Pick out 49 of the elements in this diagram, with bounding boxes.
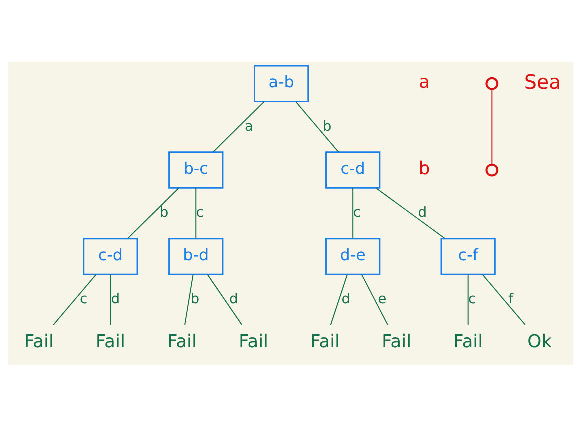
edge-label: c <box>196 204 204 221</box>
edge-label: a <box>245 118 254 134</box>
connector <box>376 187 446 239</box>
node-box: c-d <box>83 238 138 275</box>
connector <box>184 274 194 326</box>
connector <box>110 274 112 326</box>
connector <box>196 187 197 239</box>
edge-label: b <box>190 291 200 308</box>
connector <box>482 274 526 326</box>
label: Sea <box>524 70 562 94</box>
node-label: b <box>418 158 430 180</box>
edge-label: c <box>80 291 88 308</box>
node-box: b-d <box>168 238 224 275</box>
connector <box>330 274 348 326</box>
connector <box>212 100 265 152</box>
node-box: d-e <box>326 238 381 275</box>
node-text: Fail <box>454 331 484 352</box>
node-box: a-b <box>254 64 310 102</box>
node-label: a <box>419 72 430 93</box>
node-circle <box>486 163 499 176</box>
edge-label: d <box>342 291 351 308</box>
connector <box>468 274 469 326</box>
connector <box>361 274 388 326</box>
connector <box>127 187 180 239</box>
node-text: Fail <box>167 331 197 352</box>
node-text: Fail <box>238 331 269 352</box>
node-circle <box>486 76 499 90</box>
edge-label: b <box>160 204 169 221</box>
edge-label: b <box>322 118 332 134</box>
node-text: Fail <box>382 331 412 352</box>
edge-label: d <box>418 204 428 221</box>
node-text: Fail <box>24 331 54 352</box>
node-box: b-c <box>168 151 224 188</box>
node-box: c-d <box>326 151 381 188</box>
node-box: c-f <box>440 238 496 275</box>
connector <box>352 187 354 239</box>
edge-label: c <box>353 204 361 221</box>
edge-label: d <box>229 291 238 308</box>
node-text: Fail <box>310 331 340 352</box>
connector <box>492 88 493 165</box>
edge-label: e <box>378 291 387 308</box>
edge-label: d <box>111 291 120 308</box>
node-text: Ok <box>528 331 552 352</box>
edge-label: f <box>508 291 514 308</box>
connector <box>296 100 340 152</box>
edge-label: c <box>468 291 476 308</box>
connector <box>207 274 243 326</box>
node-text: Fail <box>96 331 126 352</box>
connector <box>53 274 97 326</box>
